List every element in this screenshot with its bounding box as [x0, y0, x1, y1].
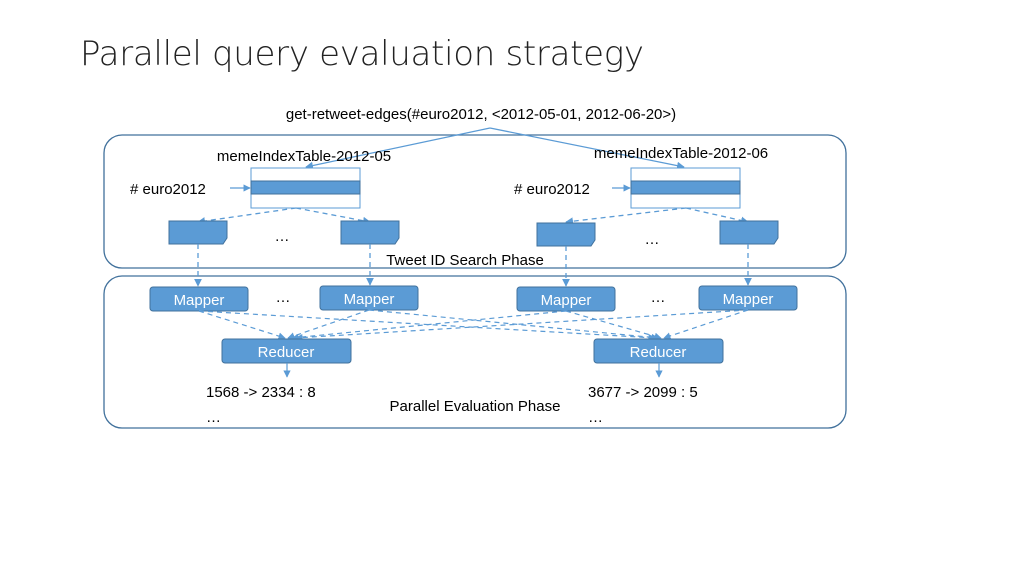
mapper3-to-reducer2-arrow	[565, 310, 662, 340]
query-arrow-right	[489, 127, 685, 170]
mapper-3: Mapper	[516, 286, 616, 312]
table1-to-idblock2-arrow	[295, 207, 371, 225]
mapper-2-label: Mapper	[344, 291, 395, 308]
tweet-id-block-2	[340, 220, 400, 245]
id-block-ellipsis-2: …	[645, 231, 660, 248]
search-phase-label: Tweet ID Search Phase	[386, 252, 544, 269]
mapper-4-label: Mapper	[723, 291, 774, 308]
mapper-3-label: Mapper	[541, 292, 592, 309]
mapper-1: Mapper	[149, 286, 249, 312]
table2-to-idblock3-arrow	[565, 207, 687, 226]
mapper-2: Mapper	[319, 285, 419, 311]
output-2-line-2: …	[588, 409, 603, 426]
table1-to-idblock1-arrow	[197, 207, 297, 225]
mapper4-to-reducer1-arrow	[295, 309, 749, 342]
query-text: get-retweet-edges(#euro2012, <2012-05-01…	[286, 106, 676, 123]
reducer-1: Reducer	[221, 338, 352, 364]
search-phase-container	[103, 134, 847, 269]
evaluation-phase-label: Parallel Evaluation Phase	[390, 398, 561, 415]
index-table-2	[630, 167, 741, 209]
mapper-ellipsis-2: …	[651, 289, 666, 306]
output-1-line-2: …	[206, 409, 221, 426]
id-block-ellipsis-1: …	[275, 228, 290, 245]
output-2-line-1: 3677 -> 2099 : 5	[588, 384, 698, 401]
index-table-label-1: memeIndexTable-2012-05	[217, 148, 391, 165]
mapper-ellipsis-1: …	[276, 289, 291, 306]
index-table-label-2: memeIndexTable-2012-06	[594, 145, 768, 162]
mapper-4: Mapper	[698, 285, 798, 311]
slide-title: Parallel query evaluation strategy	[80, 34, 644, 74]
mapper3-to-reducer1-arrow	[291, 310, 567, 341]
mapper-1-label: Mapper	[174, 292, 225, 309]
reducer-2: Reducer	[593, 338, 724, 364]
mapper4-to-reducer2-arrow	[663, 309, 749, 340]
index-key-label-1: # euro2012	[130, 181, 206, 198]
index-key-label-2: # euro2012	[514, 181, 590, 198]
index-table-1	[250, 167, 361, 209]
query-arrow-left	[305, 127, 491, 170]
reducer-2-label: Reducer	[630, 344, 687, 361]
mapper1-to-reducer1-arrow	[198, 310, 286, 340]
tweet-id-block-1	[168, 220, 228, 245]
table2-to-idblock4-arrow	[685, 207, 749, 225]
output-1-line-1: 1568 -> 2334 : 8	[206, 384, 316, 401]
tweet-id-block-4	[719, 220, 779, 245]
tweet-id-block-3	[536, 222, 596, 247]
reducer-1-label: Reducer	[258, 344, 315, 361]
evaluation-phase-container	[103, 275, 847, 429]
